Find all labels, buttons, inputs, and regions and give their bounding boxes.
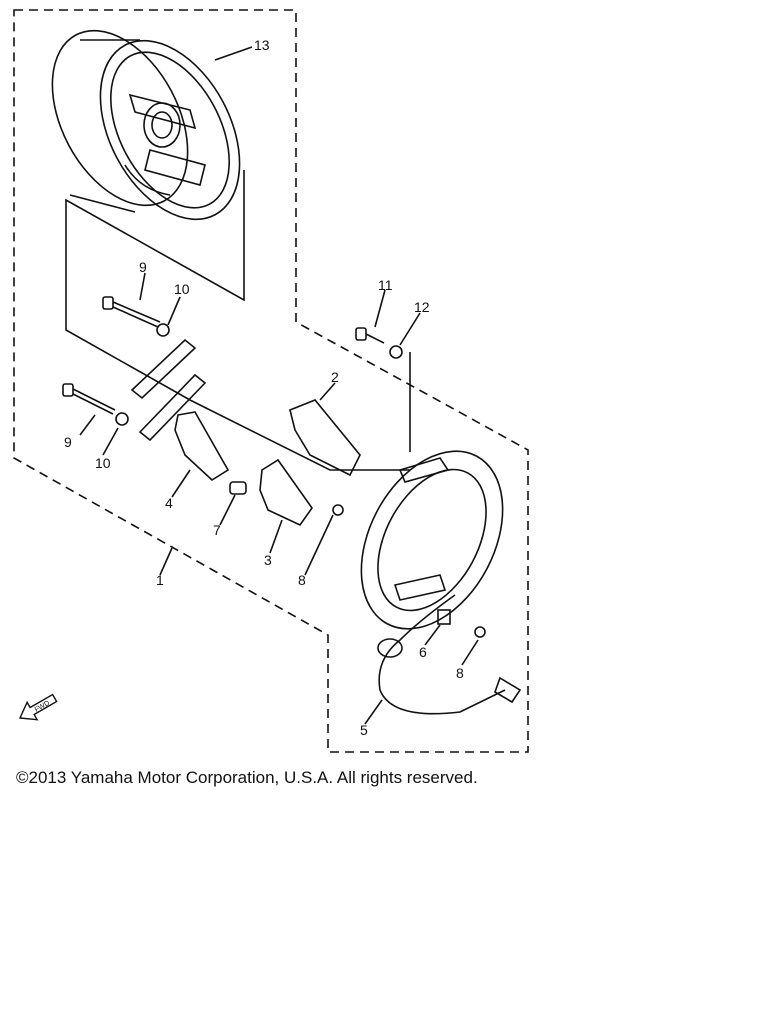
flywheel-rotor bbox=[51, 29, 241, 221]
lead-wire-5 bbox=[377, 594, 522, 715]
callout-7: 7 bbox=[213, 522, 221, 538]
screw-8-right bbox=[474, 626, 486, 638]
callout-8-right: 8 bbox=[456, 665, 464, 681]
rotor-guide-lines bbox=[65, 170, 410, 471]
fwd-arrow-icon: FWD bbox=[18, 693, 58, 721]
coil-2 bbox=[289, 399, 361, 477]
washer-13 bbox=[389, 345, 403, 359]
callout-13: 12 bbox=[414, 299, 430, 315]
screw-12 bbox=[355, 327, 385, 344]
callout-12: 11 bbox=[378, 277, 393, 293]
bolt-9-lower bbox=[62, 383, 116, 415]
assembly-boundary bbox=[13, 9, 529, 753]
mounting-plate-upper bbox=[130, 338, 197, 400]
callout-10-lower: 10 bbox=[95, 455, 111, 471]
callout-5: 5 bbox=[360, 722, 368, 738]
spacer-7 bbox=[229, 481, 247, 495]
callout-1: 1 bbox=[156, 572, 164, 588]
washer-10-lower bbox=[115, 412, 129, 426]
callout-2: 2 bbox=[331, 369, 339, 385]
coil-3 bbox=[259, 458, 313, 527]
grommet-6 bbox=[437, 609, 451, 625]
callout-6: 6 bbox=[419, 644, 427, 660]
fwd-badge-label: FWD bbox=[34, 700, 51, 714]
bolt-9-upper bbox=[102, 296, 161, 328]
screw-8-left bbox=[332, 504, 344, 516]
callout-3: 3 bbox=[264, 552, 272, 568]
callout-10-upper: 10 bbox=[174, 281, 190, 297]
coil-4 bbox=[174, 411, 230, 482]
stator-base-plate bbox=[360, 450, 504, 630]
callout-9-upper: 9 bbox=[139, 259, 147, 275]
callout-4: 4 bbox=[165, 495, 173, 511]
callout-8-left: 8 bbox=[298, 572, 306, 588]
callout-9-lower: 9 bbox=[64, 434, 72, 450]
callout-11: 13 bbox=[254, 37, 270, 53]
mounting-plate-lower bbox=[138, 373, 207, 442]
washer-10-upper bbox=[156, 323, 170, 337]
copyright-notice: ©2013 Yamaha Motor Corporation, U.S.A. A… bbox=[16, 768, 478, 787]
